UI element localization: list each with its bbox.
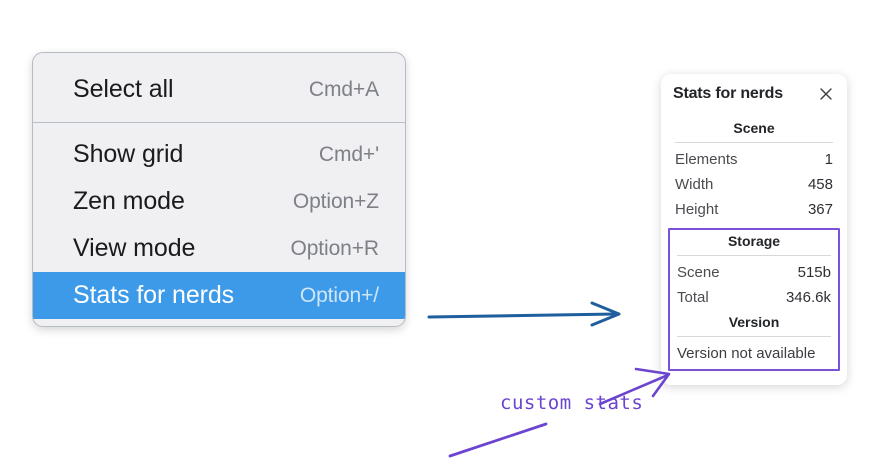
stat-value: 346.6k [785, 289, 831, 306]
panel-header: Stats for nerds [673, 85, 835, 103]
menu-item-label: Show grid [73, 140, 184, 168]
purple-underline-stroke [448, 422, 548, 458]
menu-item-stats-for-nerds[interactable]: Stats for nerds Option+/ [33, 272, 405, 319]
menu-item-shortcut: Option+/ [299, 284, 379, 307]
version-text: Version not available [677, 344, 816, 362]
section-divider [677, 335, 831, 337]
menu-item-label: Zen mode [73, 187, 185, 215]
menu-item-label: Select all [73, 75, 174, 103]
section-title-version: Version [728, 313, 780, 330]
custom-stats-annotation-label: custom stats [500, 392, 644, 414]
menu-item-zen-mode[interactable]: Zen mode Option+Z [33, 178, 405, 225]
stat-key: Scene [677, 264, 720, 282]
menu-item-label: Stats for nerds [73, 281, 235, 309]
menu-item-select-all[interactable]: Select all Cmd+A [33, 66, 405, 113]
stat-row: Height 367 [673, 198, 835, 223]
stat-value: 367 [807, 200, 833, 218]
menu-item-shortcut: Cmd+A [308, 78, 379, 101]
stat-key: Height [675, 200, 719, 218]
section-scene: Scene Elements 1 Width 458 Height 367 [673, 117, 835, 222]
menu-item-view-mode[interactable]: View mode Option+R [33, 225, 405, 272]
section-divider [675, 142, 833, 143]
section-version: Version Version not available [675, 311, 833, 365]
stat-value: 458 [807, 175, 833, 193]
stat-row: Total 346.6k [675, 286, 833, 311]
stat-row: Scene 515b [675, 261, 833, 286]
menu-item-show-grid[interactable]: Show grid Cmd+' [33, 131, 405, 178]
menu-group-2: Show grid Cmd+' Zen mode Option+Z View m… [33, 122, 405, 319]
menu-group-1: Select all Cmd+A [33, 59, 405, 122]
stat-key: Total [677, 289, 709, 306]
context-menu[interactable]: Select all Cmd+A Show grid Cmd+' Zen mod… [32, 52, 406, 327]
stat-row: Elements 1 [673, 148, 835, 173]
section-storage: Storage Scene 515b Total 346.6k [675, 230, 833, 311]
menu-item-shortcut: Cmd+' [318, 143, 379, 166]
section-title-storage: Storage [727, 233, 781, 250]
stat-row: Width 458 [673, 173, 835, 198]
menu-item-shortcut: Option+Z [292, 190, 379, 213]
stat-key: Width [675, 175, 714, 193]
stat-value: 1 [824, 151, 833, 168]
stat-value: 515b [797, 264, 831, 282]
blue-arrow [427, 301, 621, 327]
menu-item-shortcut: Option+R [290, 237, 379, 260]
stats-for-nerds-panel: Stats for nerds Scene Elements 1 Width 4… [661, 74, 847, 385]
section-title-scene: Scene [733, 120, 775, 136]
stat-key: Elements [675, 151, 738, 168]
custom-stats-highlight-box: Storage Scene 515b Total 346.6k Version … [668, 228, 840, 371]
close-icon[interactable] [817, 85, 835, 103]
panel-title: Stats for nerds [673, 85, 783, 102]
section-divider [677, 255, 831, 257]
menu-item-label: View mode [73, 234, 196, 262]
